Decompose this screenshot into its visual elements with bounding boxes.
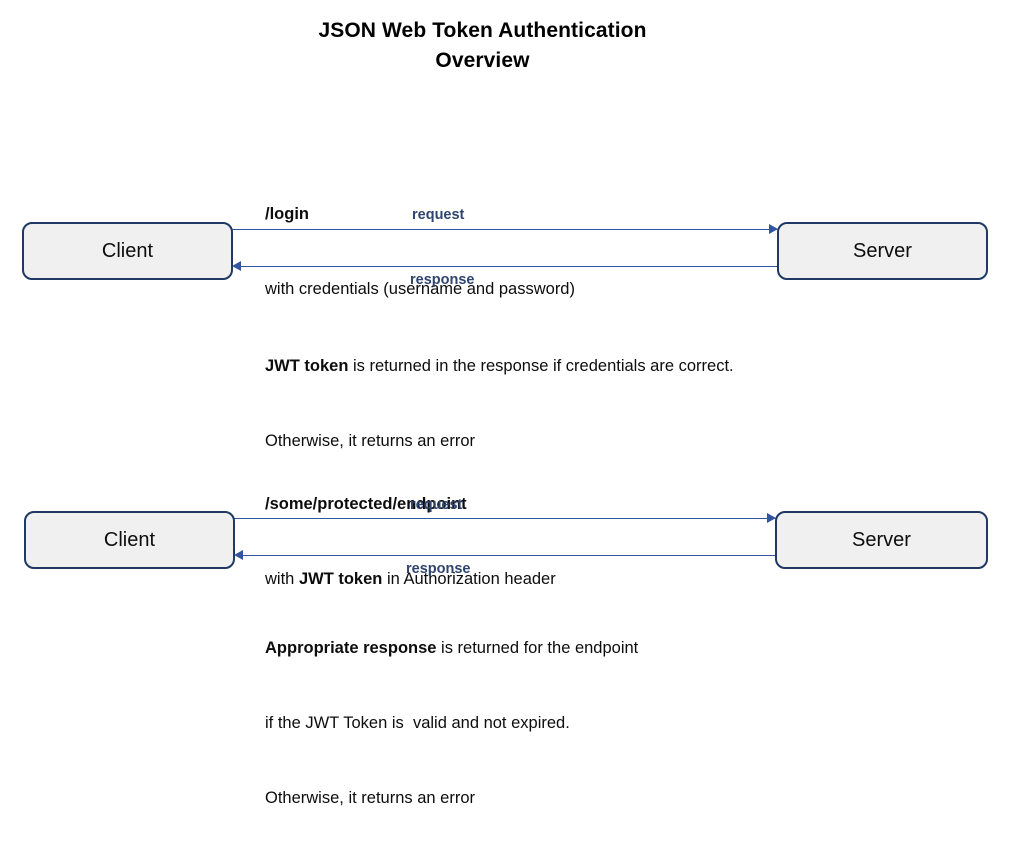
protected-footer-line-2: if the JWT Token is valid and not expire… [265,714,570,732]
login-request-arrowhead-icon [769,224,778,234]
protected-footer-line-1: Appropriate response is returned for the… [265,639,639,657]
login-request-label: request [412,207,465,223]
login-server-node[interactable]: Server [777,222,988,280]
protected-response-arrow-line [243,555,776,556]
login-client-node-label: Client [101,239,154,262]
protected-server-node-label: Server [852,528,911,551]
protected-server-node[interactable]: Server [775,511,988,569]
protected-flow-header: /some/protected/endpoint with JWT token … [265,442,556,642]
protected-footer-line-3: Otherwise, it returns an error [265,789,475,807]
protected-client-node[interactable]: Client [24,511,235,569]
login-credentials-label: with credentials (username and password) [265,280,575,298]
protected-request-arrow-line [234,518,775,519]
page-title-line-1: JSON Web Token Authentication [318,19,647,42]
page-title: JSON Web Token Authentication Overview [0,16,965,76]
login-server-node-label: Server [853,239,912,262]
protected-response-arrowhead-icon [234,550,243,560]
protected-auth-header-label: with JWT token in Authorization header [265,570,556,588]
protected-endpoint-label: /some/protected/endpoint [265,495,467,513]
protected-request-label: request [410,497,463,513]
protected-request-arrowhead-icon [767,513,776,523]
login-endpoint-label: /login [265,205,309,223]
login-footer-line-2: Otherwise, it returns an error [265,432,475,450]
protected-response-label: response [406,561,471,577]
login-response-arrowhead-icon [232,261,241,271]
protected-flow-footer: Appropriate response is returned for the… [265,586,638,861]
login-flow-header: /login with credentials (username and pa… [265,152,575,352]
login-flow-footer: JWT token is returned in the response if… [265,304,734,504]
login-footer-line-1: JWT token is returned in the response if… [265,357,734,375]
login-request-arrow-line [232,229,777,230]
login-response-arrow-line [241,266,778,267]
page-title-line-2: Overview [435,49,530,72]
login-client-node[interactable]: Client [22,222,233,280]
login-response-label: response [410,272,475,288]
protected-client-node-label: Client [103,528,156,551]
